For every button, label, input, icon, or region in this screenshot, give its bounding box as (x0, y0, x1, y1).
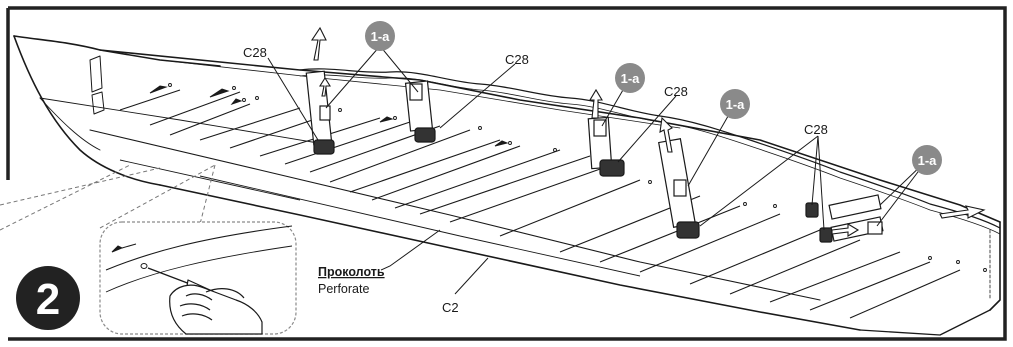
part-1a-badge: 1-a (615, 63, 645, 93)
pierce-arrows (149, 85, 509, 147)
part-1a-badge-text: 1-a (371, 29, 391, 44)
c28-label-left: C28 (243, 45, 267, 60)
c2-label: C2 (442, 300, 459, 315)
awl-in-hand-icon (147, 267, 263, 335)
part-1a-badge-text: 1-a (918, 153, 938, 168)
part-1a-badge: 1-a (365, 21, 395, 51)
surface-lines (119, 159, 641, 277)
part-1a-badge: 1-a (912, 145, 942, 175)
step-number-text: 2 (36, 275, 60, 324)
wing-panel (13, 35, 1001, 336)
c28-label-center: C28 (505, 52, 529, 67)
pierce-detail-callout (99, 221, 297, 335)
perforate-label-en: Perforate (318, 282, 369, 296)
detail-lead-lines (0, 164, 216, 233)
part-1a-badge-text: 1-a (726, 97, 746, 112)
c28-label-right: C28 (804, 122, 828, 137)
part-1a-badge-text: 1-a (621, 71, 641, 86)
perforate-label-ru: Проколоть (318, 265, 385, 279)
page-frame (8, 6, 1007, 341)
insertion-arrows (310, 26, 986, 237)
part-1a-badge: 1-a (720, 89, 750, 119)
step-number-badge: 2 (16, 266, 80, 330)
c28-label-mid: C28 (664, 84, 688, 99)
